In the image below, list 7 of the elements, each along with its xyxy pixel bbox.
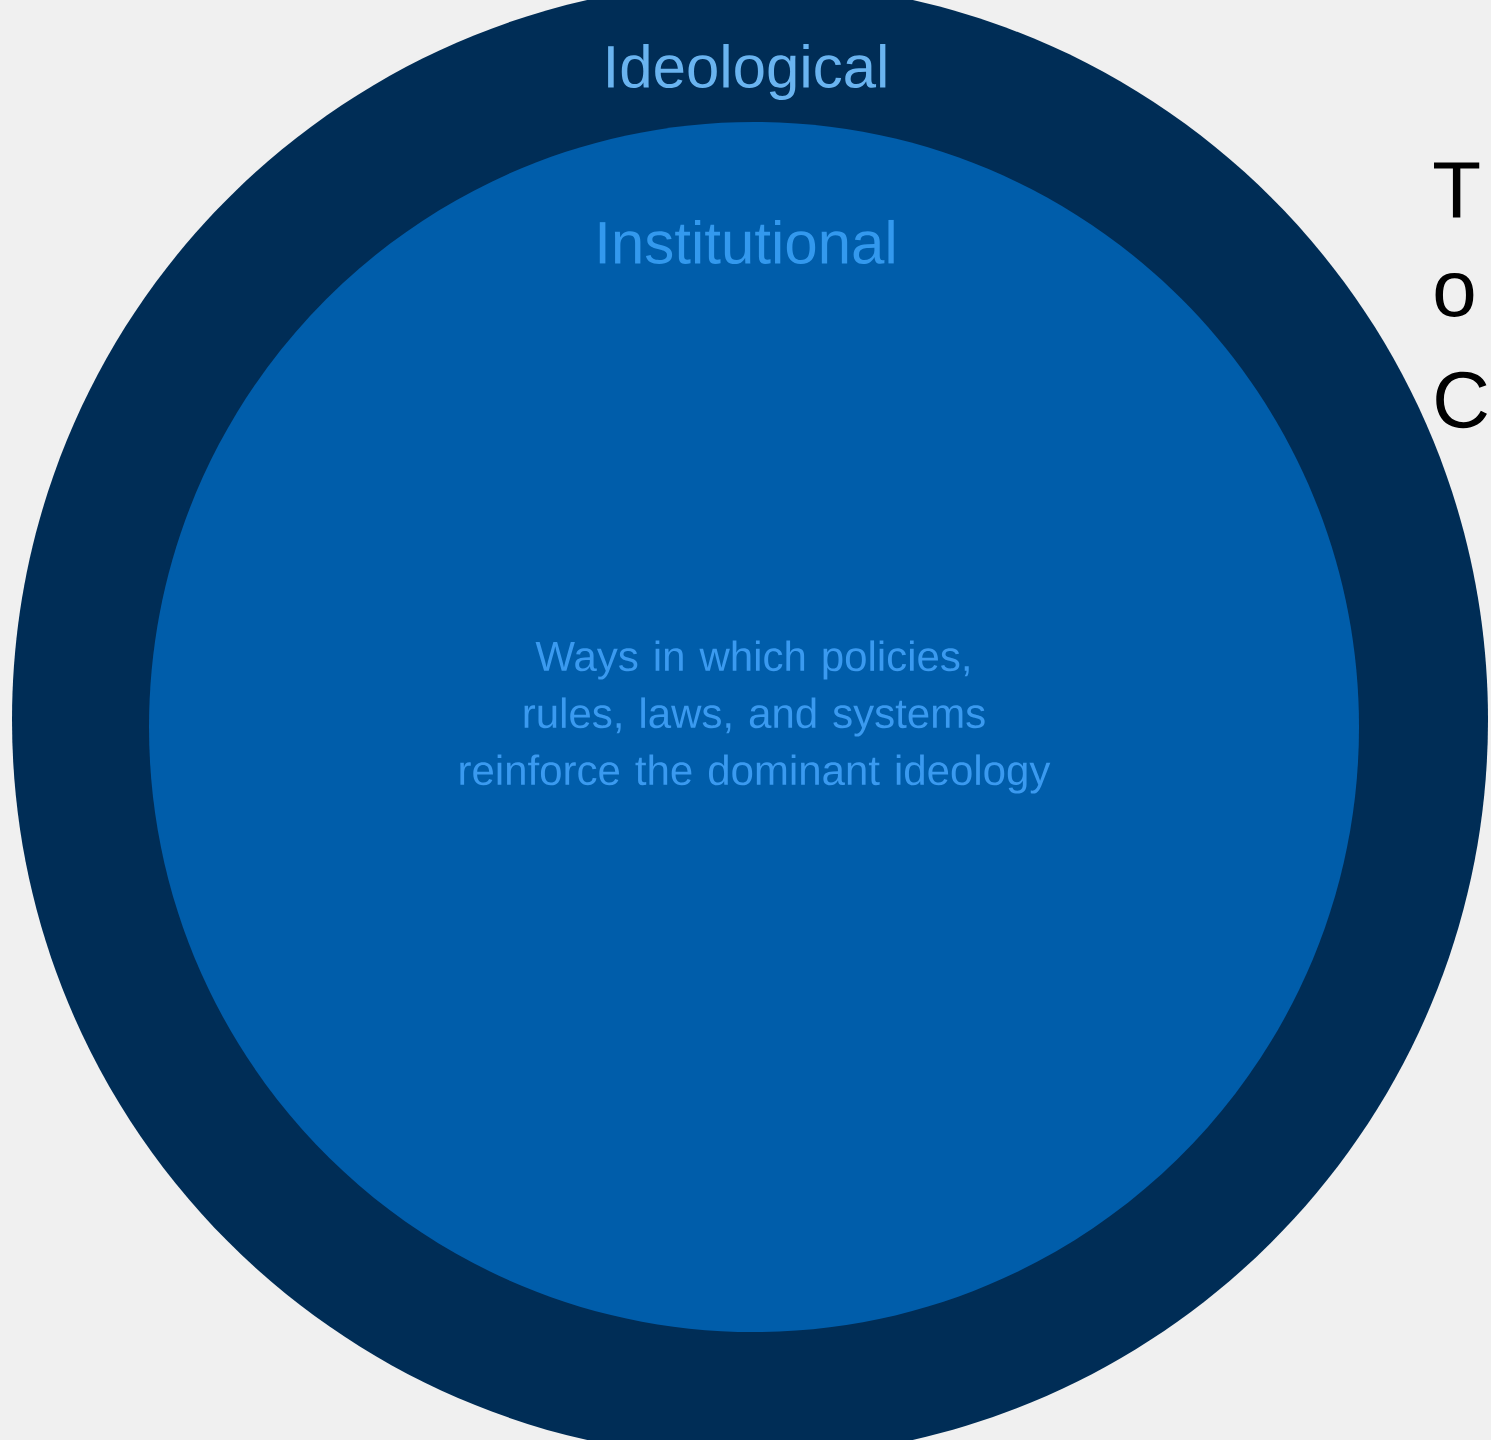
- circle-heading: Ideological: [608, 44, 886, 100]
- circle-heading: Institutional: [599, 219, 894, 264]
- description-text: Ways in which policies, rules, laws, and systems reinforce the dominant ideology: [460, 640, 1051, 794]
- circle: [149, 122, 1359, 1332]
- cut-off-letter: o: [1435, 273, 1474, 317]
- cut-off-letter: C: [1436, 371, 1487, 429]
- cut-off-letter: T: [1434, 162, 1480, 218]
